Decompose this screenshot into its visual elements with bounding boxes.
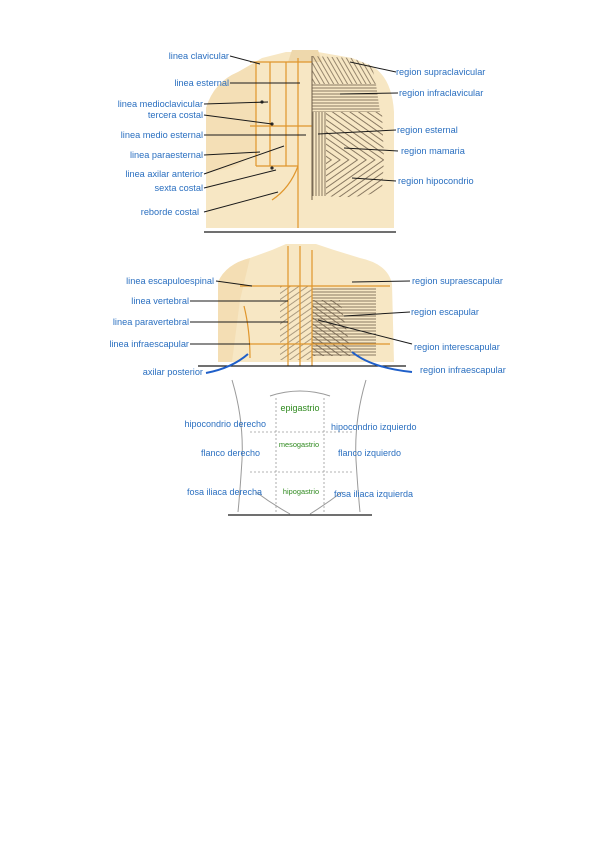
pointer-line: [203, 114, 273, 125]
label-region-infraescapular: region infraescapular: [420, 365, 506, 375]
pointer-line: [343, 147, 399, 152]
pointer-line: [339, 92, 399, 95]
label-fosa-iliaca-izquierda: fosa iliaca izquierda: [334, 489, 413, 499]
label-tercera-costal: tercera costal: [148, 110, 203, 120]
pointer-line: [229, 55, 261, 65]
label-flanco-izquierdo: flanco izquierdo: [338, 448, 401, 458]
label-linea-medio-esternal: linea medio esternal: [121, 130, 203, 140]
pointer-line: [203, 101, 269, 105]
pointer-line: [215, 280, 253, 287]
pointer-line: [343, 311, 411, 317]
label-region-mamaria: region mamaria: [401, 146, 466, 156]
label-hipocondrio-izquierdo: hipocondrio izquierdo: [331, 422, 417, 432]
label-region-esternal: region esternal: [397, 125, 458, 135]
pointer-line: [351, 177, 397, 182]
pointer-line: [349, 61, 397, 73]
abdomen-figure: epigastrio mesogastrio hipogastrio hipoc…: [184, 379, 417, 516]
label-hipocondrio-derecho: hipocondrio derecho: [184, 419, 266, 429]
pointer-line: [317, 319, 413, 345]
label-linea-clavicular: linea clavicular: [169, 51, 229, 61]
label-region-supraescapular: region supraescapular: [412, 276, 503, 286]
label-epigastrio: epigastrio: [280, 403, 319, 413]
label-flanco-derecho: flanco derecho: [201, 448, 260, 458]
label-region-supraclavicular: region supraclavicular: [396, 67, 485, 77]
label-sexta-costal: sexta costal: [154, 183, 203, 193]
pointer-line: [203, 145, 285, 175]
label-linea-medioclavicular: linea medioclavicular: [118, 99, 203, 109]
label-linea-paraesternal: linea paraesternal: [130, 150, 203, 160]
posterior-thorax-figure: linea escapuloespinal linea vertebral li…: [109, 244, 506, 377]
label-linea-escapuloespinal: linea escapuloespinal: [126, 276, 214, 286]
label-linea-esternal: linea esternal: [174, 78, 229, 88]
label-reborde-costal: reborde costal: [141, 207, 199, 217]
label-fosa-iliaca-derecha: fosa iliaca derecha: [187, 487, 262, 497]
label-linea-vertebral: linea vertebral: [131, 296, 189, 306]
label-linea-axilar-anterior: linea axilar anterior: [125, 169, 203, 179]
pointer-line: [351, 280, 411, 283]
label-mesogastrio: mesogastrio: [279, 440, 319, 449]
label-region-hipocondrio: region hipocondrio: [398, 176, 474, 186]
pointer-line: [203, 191, 279, 213]
label-hipogastrio: hipogastrio: [283, 487, 319, 496]
pointer-line: [317, 129, 397, 135]
label-region-infraclavicular: region infraclavicular: [399, 88, 483, 98]
pointer-line: [203, 169, 277, 189]
label-region-escapular: region escapular: [411, 307, 479, 317]
pointer-line: [203, 151, 261, 156]
label-axilar-posterior: axilar posterior: [143, 367, 203, 377]
label-region-interescapular: region interescapular: [414, 342, 500, 352]
label-linea-paravertebral: linea paravertebral: [113, 317, 189, 327]
label-linea-infraescapular: linea infraescapular: [109, 339, 189, 349]
anterior-thorax-figure: linea clavicular linea esternal linea me…: [118, 50, 485, 233]
